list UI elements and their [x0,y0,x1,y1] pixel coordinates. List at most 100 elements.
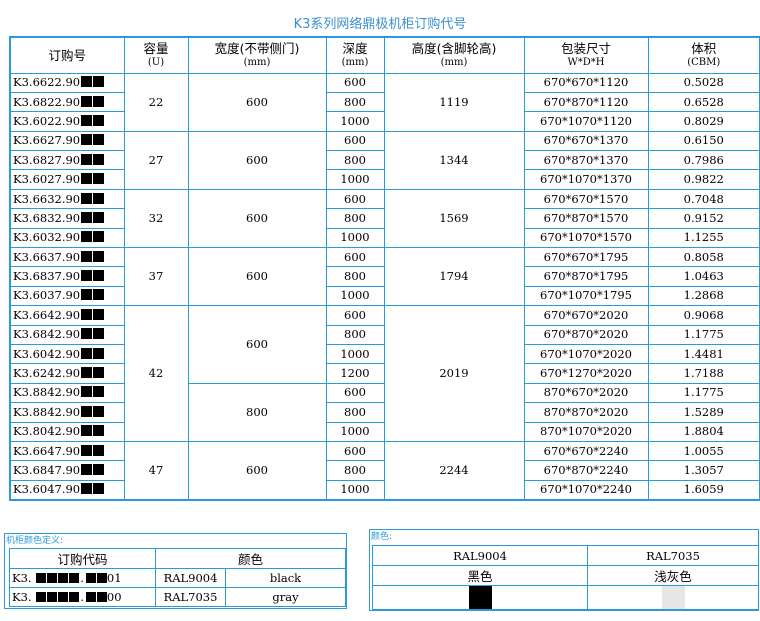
col-order-code: 订购代码 [9,548,156,569]
placeholder-block-icon [81,289,93,301]
pack-size-cell: 670*870*2240 [523,460,649,481]
placeholder-block-icon [81,328,93,340]
width-cell: 600 [187,305,327,384]
depth-cell: 600 [325,72,385,93]
swatch-row [372,585,759,610]
volume-cell: 1.1775 [647,382,760,404]
placeholder-block-icon [85,573,96,583]
placeholder-block-icon [93,192,105,204]
volume-cell: 1.2868 [647,285,760,307]
order-code-cell: K3.6842.90 [9,324,125,345]
order-code-cell: K3.6242.90 [9,363,125,384]
pack-size-cell: 670*1070*1370 [523,169,649,190]
placeholder-block-icon [93,173,105,185]
depth-cell: 1000 [325,227,385,249]
pack-size-cell: 670*1070*1120 [523,111,649,132]
depth-cell: 1200 [325,363,385,384]
order-code-cell: K3.8842.90 [9,402,125,423]
order-code-cell: K3.6832.90 [9,208,125,229]
volume-cell: 1.7188 [647,363,760,384]
placeholder-block-icon [93,367,105,379]
capacity-cell: 27 [123,130,189,190]
pack-size-cell: 670*670*2020 [523,305,649,326]
volume-cell: 1.3057 [647,460,760,481]
capacity-cell: 42 [123,305,189,442]
volume-cell: 0.6528 [647,91,760,113]
volume-cell: 0.7048 [647,188,760,210]
depth-cell: 600 [325,440,385,462]
placeholder-block-icon [81,464,93,475]
order-code-cell: K3.6637.90 [9,247,125,268]
depth-cell: 600 [325,130,385,152]
placeholder-block-icon [81,386,93,398]
placeholder-block-icon [93,347,105,359]
color-order-code-cell: K3. .01 [9,568,156,588]
volume-cell: 1.5289 [647,402,760,423]
depth-cell: 1000 [325,421,385,442]
placeholder-block-icon [81,444,93,456]
pack-size-cell: 670*670*1370 [523,130,649,152]
placeholder-block-icon [81,308,93,320]
pack-size-cell: 670*870*1570 [523,208,649,229]
swatch-name-gray: 浅灰色 [587,565,759,586]
depth-cell: 1000 [325,285,385,307]
height-cell: 1794 [383,247,525,307]
placeholder-block-icon [93,308,105,320]
volume-cell: 0.9152 [647,208,760,229]
placeholder-block-icon [36,573,47,583]
pack-size-cell: 870*1070*2020 [523,421,649,442]
placeholder-block-icon [69,573,80,583]
placeholder-block-icon [93,76,105,88]
placeholder-block-icon [93,250,105,262]
pack-size-cell: 670*870*1120 [523,91,649,113]
table-header-row: 订购号 容量(U) 宽度(不带侧门)(mm) 深度(mm) 高度(含脚轮高)(m… [9,36,760,74]
placeholder-block-icon [58,592,69,602]
color-order-code-cell: K3. .00 [9,587,156,607]
placeholder-block-icon [81,425,93,437]
placeholder-block-icon [81,483,93,495]
placeholder-block-icon [93,464,105,475]
order-code-cell: K3.8842.90 [9,382,125,404]
placeholder-block-icon [47,573,58,583]
order-code-cell: K3.6042.90 [9,343,125,365]
col-color: 颜色 [154,548,347,569]
volume-cell: 1.8804 [647,421,760,442]
color-name-cell: black [224,568,347,588]
depth-cell: 800 [325,266,385,287]
black-swatch [468,586,492,609]
pack-size-cell: 670*1070*1570 [523,227,649,249]
volume-cell: 0.8029 [647,111,760,132]
placeholder-block-icon [93,114,105,126]
placeholder-block-icon [85,592,96,602]
pack-size-cell: 670*670*1120 [523,72,649,93]
placeholder-block-icon [81,192,93,204]
depth-cell: 800 [325,402,385,423]
placeholder-block-icon [93,386,105,398]
width-cell: 600 [187,247,327,307]
depth-cell: 1000 [325,343,385,365]
header-height: 高度(含脚轮高)(mm) [383,36,525,74]
pack-size-cell: 670*870*1370 [523,150,649,171]
placeholder-block-icon [93,134,105,146]
placeholder-block-icon [47,592,58,602]
depth-cell: 1000 [325,479,385,501]
placeholder-block-icon [69,592,80,602]
placeholder-block-icon [81,114,93,126]
placeholder-block-icon [93,425,105,437]
order-code-cell: K3.6847.90 [9,460,125,481]
depth-cell: 800 [325,91,385,113]
order-code-cell: K3.6827.90 [9,150,125,171]
swatch-name-row: 黑色 浅灰色 [372,565,759,586]
volume-cell: 1.0055 [647,440,760,462]
placeholder-block-icon [81,76,93,88]
height-cell: 1344 [383,130,525,190]
placeholder-block-icon [81,134,93,146]
